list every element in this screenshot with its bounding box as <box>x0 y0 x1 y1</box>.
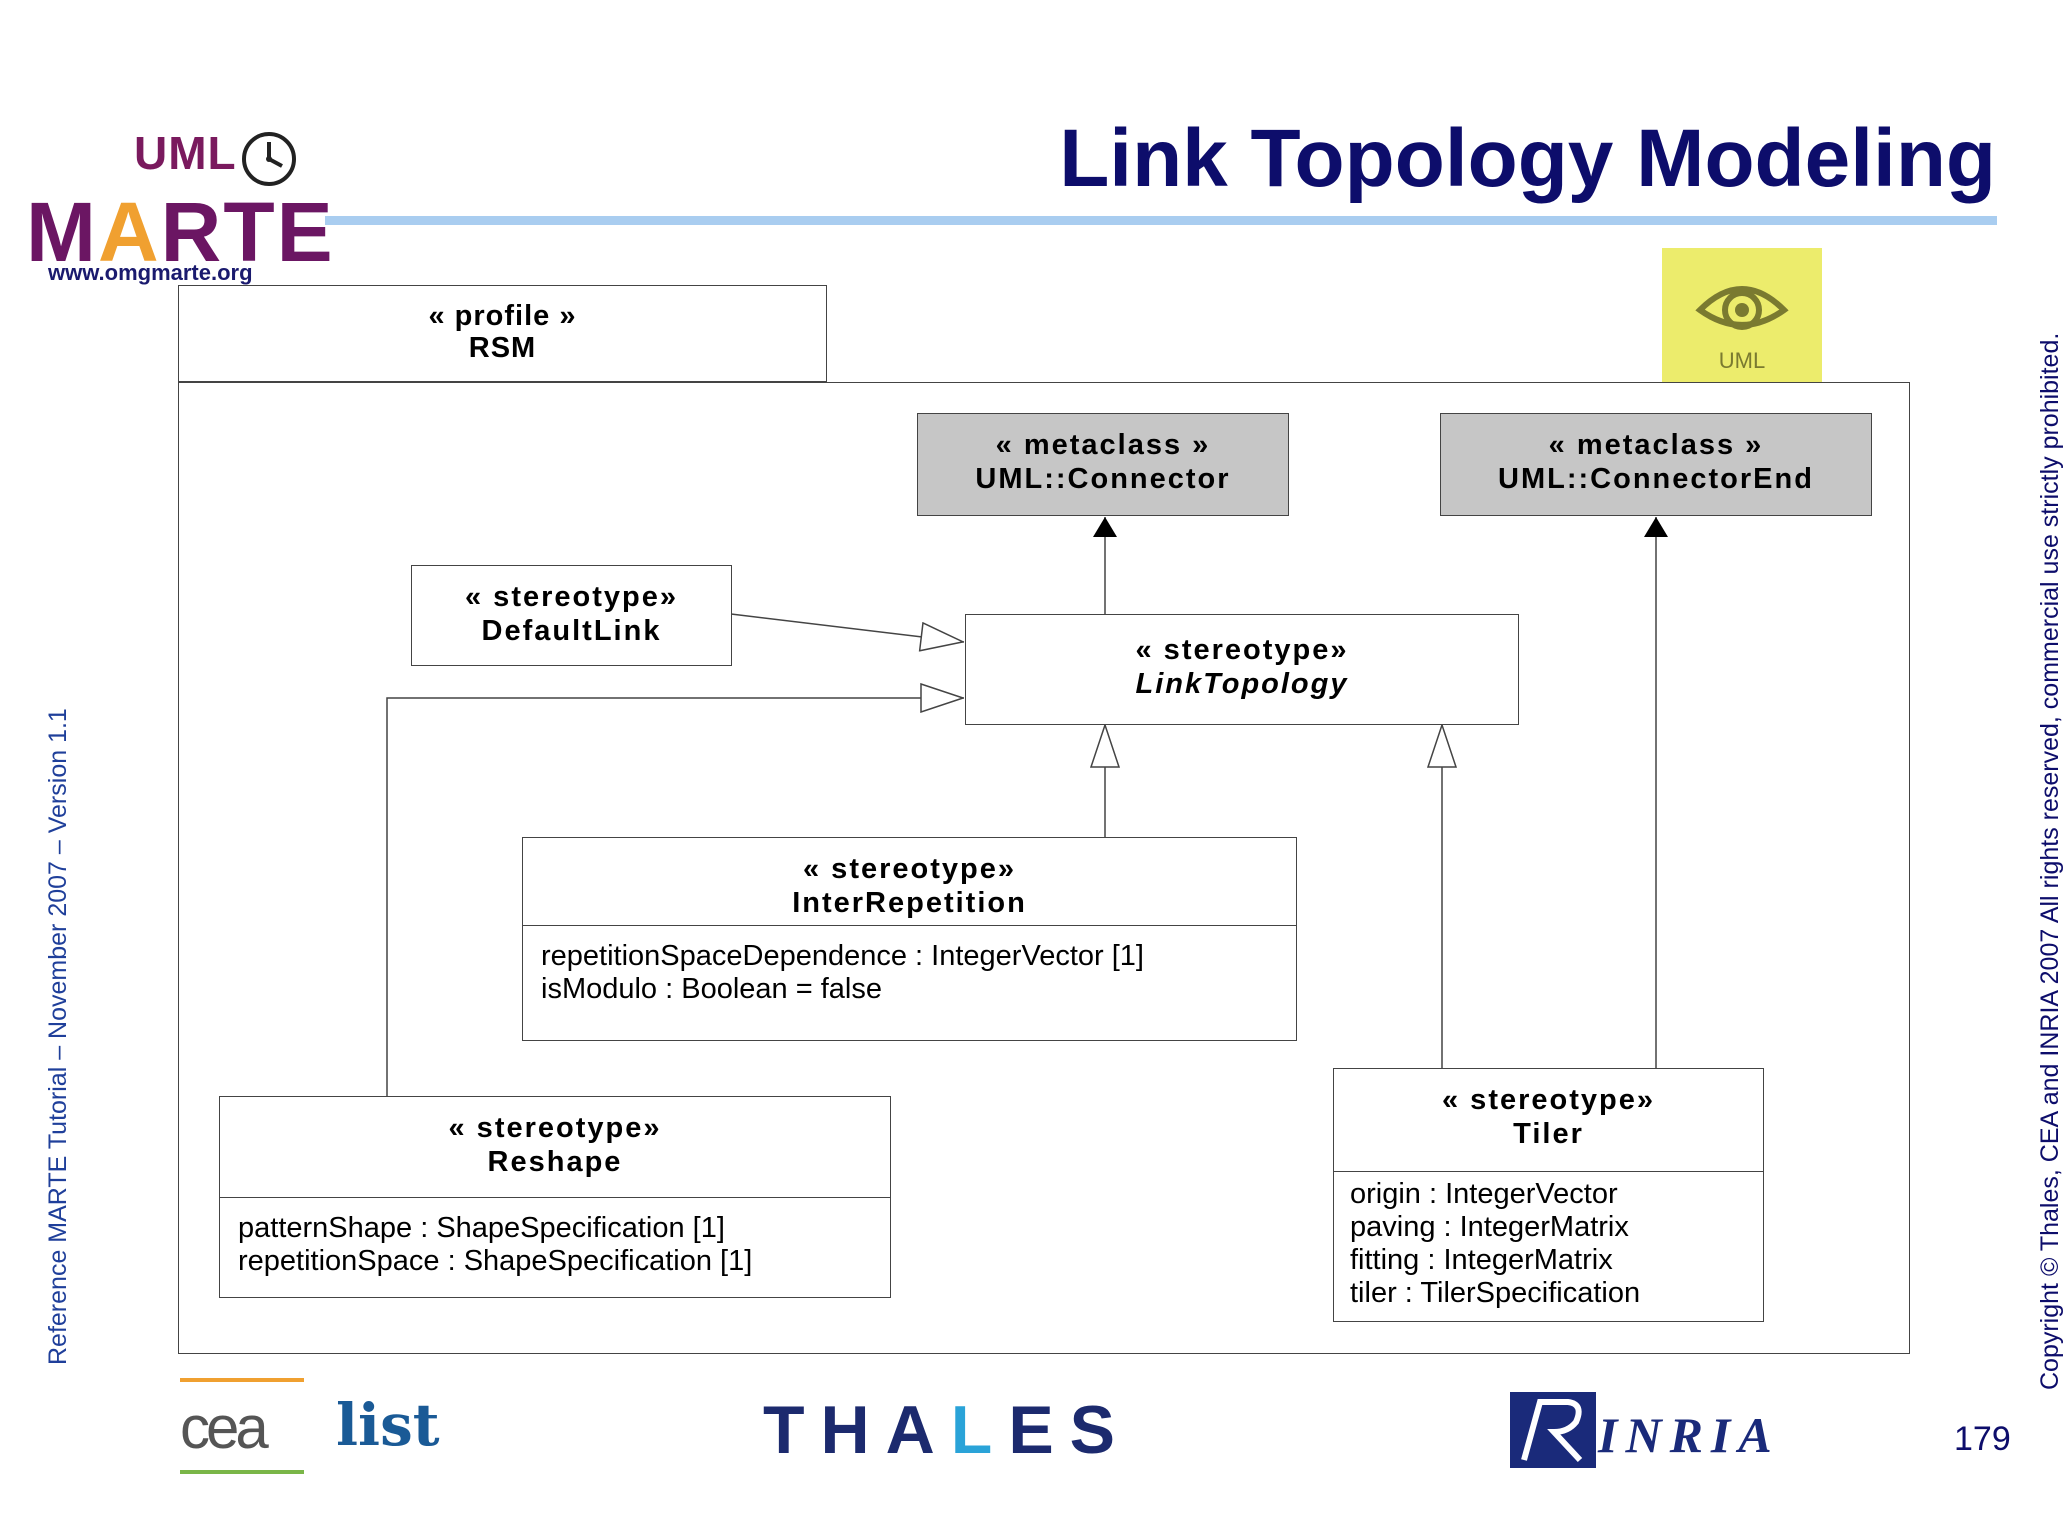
logo-url: www.omgmarte.org <box>48 260 253 285</box>
attribute-list: origin : IntegerVector paving : IntegerM… <box>1334 1172 1763 1310</box>
slide-title: Link Topology Modeling <box>1059 113 1996 204</box>
stereotype-label: « stereotype» <box>1442 1084 1655 1116</box>
stereotype-label: « metaclass » <box>995 429 1211 461</box>
clock-icon <box>242 132 296 186</box>
stereotype-label: « stereotype» <box>465 581 678 613</box>
stereotype-inter-repetition: « stereotype» InterRepetition repetition… <box>522 837 1297 1041</box>
class-name: Tiler <box>1513 1118 1584 1150</box>
attribute: patternShape : ShapeSpecification [1] <box>238 1212 725 1244</box>
cea-logo-rule-bottom <box>180 1470 304 1474</box>
thales-logo: THALES <box>763 1392 1132 1468</box>
reshape-to-link-topology <box>386 698 964 1096</box>
attribute: repetitionSpace : ShapeSpecification [1] <box>238 1245 753 1277</box>
title-rule <box>325 216 1997 225</box>
stereotype-tiler: « stereotype» Tiler origin : IntegerVect… <box>1333 1068 1764 1322</box>
default-link-to-link-topology <box>730 613 964 642</box>
attribute: paving : IntegerMatrix <box>1350 1211 1629 1243</box>
page-number: 179 <box>1954 1420 2011 1458</box>
stereotype-label: « metaclass » <box>1548 429 1764 461</box>
class-name: UML::Connector <box>975 463 1231 495</box>
inria-logo-icon <box>1510 1392 1596 1468</box>
class-name: LinkTopology <box>1135 668 1349 700</box>
cea-logo-rule-top <box>180 1378 304 1382</box>
class-name: DefaultLink <box>481 615 662 647</box>
stereotype-reshape: « stereotype» Reshape patternShape : Sha… <box>219 1096 891 1298</box>
attribute: tiler : TilerSpecification <box>1350 1277 1641 1309</box>
attribute: isModulo : Boolean = false <box>541 973 882 1005</box>
uml-logo-text: UML <box>134 127 237 179</box>
uml-badge-label: UML <box>1718 348 1766 373</box>
attribute-list: patternShape : ShapeSpecification [1] re… <box>220 1198 890 1278</box>
stereotype-label: « stereotype» <box>448 1112 662 1144</box>
inria-logo-text: INRIA <box>1598 1407 1780 1463</box>
class-name: InterRepetition <box>792 887 1027 919</box>
attribute-separator <box>1334 1171 1763 1172</box>
list-logo: list <box>336 1391 440 1459</box>
marte-logo: MARTE <box>26 185 335 279</box>
class-name: Reshape <box>487 1146 623 1178</box>
uml-badge: UML <box>1662 248 1822 382</box>
attribute-list: repetitionSpaceDependence : IntegerVecto… <box>523 926 1296 1006</box>
attribute: fitting : IntegerMatrix <box>1350 1244 1613 1276</box>
attribute: repetitionSpaceDependence : IntegerVecto… <box>541 940 1144 972</box>
stereotype-default-link: « stereotype» DefaultLink <box>411 565 732 666</box>
profile-tab: « profile » RSM <box>178 285 827 382</box>
stereotype-link-topology: « stereotype» LinkTopology <box>965 614 1519 725</box>
attribute-separator <box>523 925 1296 926</box>
metaclass-connector: « metaclass » UML::Connector <box>917 413 1289 516</box>
profile-stereotype: « profile » <box>428 300 577 332</box>
cea-logo: cea <box>180 1394 269 1461</box>
profile-name: RSM <box>468 332 537 364</box>
metaclass-connector-end: « metaclass » UML::ConnectorEnd <box>1440 413 1872 516</box>
eye-icon <box>1695 286 1789 330</box>
stereotype-label: « stereotype» <box>803 853 1016 885</box>
attribute-separator <box>220 1197 890 1198</box>
attribute: origin : IntegerVector <box>1350 1178 1618 1210</box>
stereotype-label: « stereotype» <box>1135 634 1349 666</box>
class-name: UML::ConnectorEnd <box>1498 463 1814 495</box>
